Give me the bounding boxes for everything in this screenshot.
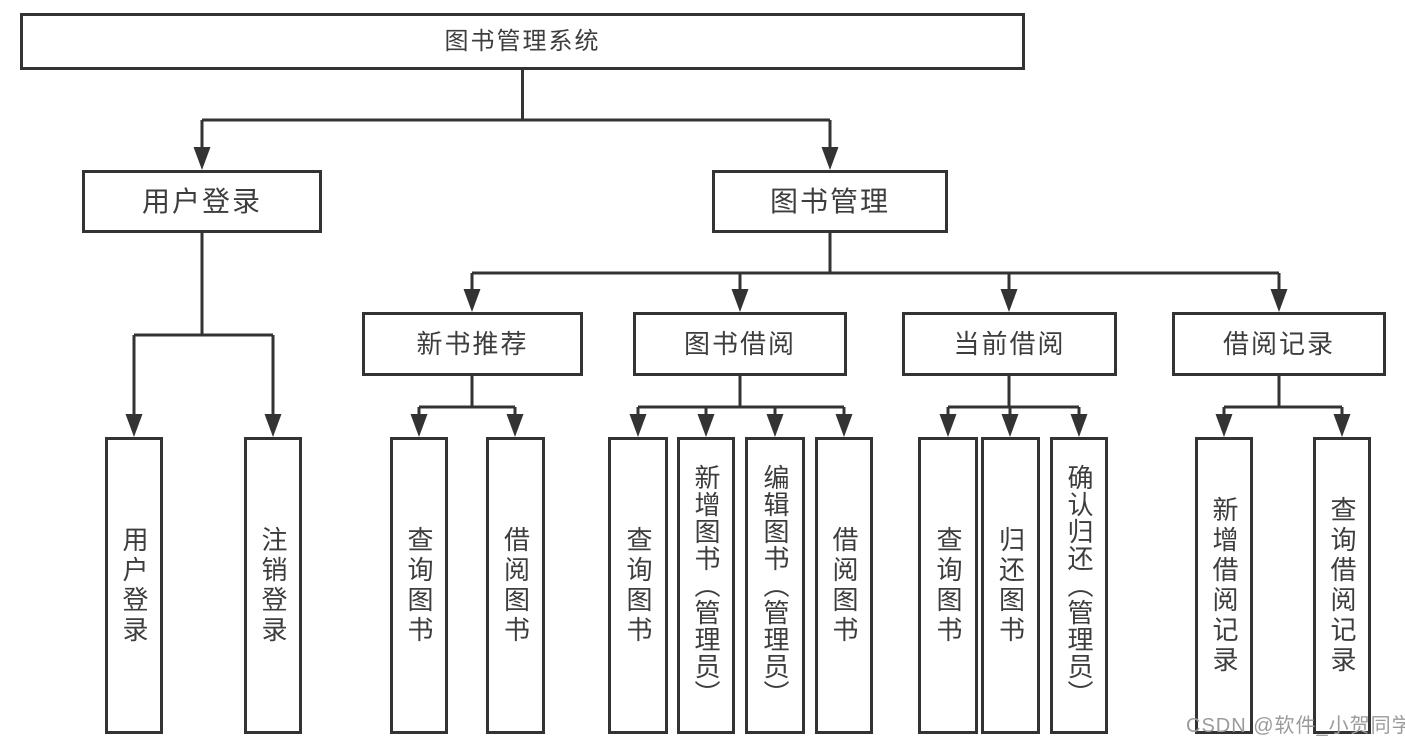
node-current-borrowing: 当前借阅	[902, 312, 1117, 376]
connector-book-borrow-to-leaves	[636, 376, 846, 416]
leaf-edit-books-admin: 编辑图书（管理员）	[745, 437, 805, 734]
connector-current-borrow-to-leaves	[946, 376, 1081, 416]
arrowhead	[1070, 414, 1088, 437]
arrowhead	[506, 414, 524, 437]
leaf-query-books-current: 查询图书	[918, 437, 978, 734]
arrowhead	[766, 414, 784, 437]
node-library-management-system: 图书管理系统	[20, 13, 1025, 70]
connector-book-management-to-level3	[470, 233, 1281, 291]
arrowhead	[731, 289, 749, 312]
leaf-return-books: 归还图书	[981, 437, 1040, 734]
leaf-borrow-books-borrowing: 借阅图书	[815, 437, 873, 734]
node-user-login: 用户登录	[82, 170, 322, 233]
arrowhead	[410, 414, 428, 437]
arrowhead	[1001, 414, 1019, 437]
arrowhead	[125, 414, 143, 437]
node-book-management: 图书管理	[712, 170, 948, 233]
leaf-add-books-admin: 新增图书（管理员）	[677, 437, 735, 734]
connector-user-login-to-leaves	[132, 233, 275, 416]
arrowhead	[1000, 289, 1018, 312]
leaf-query-books-borrowing: 查询图书	[608, 437, 668, 734]
arrowhead	[821, 147, 839, 170]
arrowhead	[1333, 414, 1351, 437]
leaf-confirm-return-admin: 确认归还（管理员）	[1050, 437, 1108, 734]
csdn-watermark: CSDN @软件_小贺同学	[1186, 715, 1405, 737]
node-book-borrowing: 图书借阅	[633, 312, 847, 376]
arrowhead	[1215, 414, 1233, 437]
leaf-borrow-books-recommend: 借阅图书	[486, 437, 545, 734]
arrowhead	[697, 414, 715, 437]
node-new-book-recommendation: 新书推荐	[362, 312, 583, 376]
connector-new-book-to-leaves	[417, 376, 517, 416]
connector-root-to-level2	[200, 70, 832, 150]
arrowhead	[1270, 289, 1288, 312]
leaf-logout: 注销登录	[244, 437, 302, 734]
leaf-query-borrow-record: 查询借阅记录	[1313, 437, 1371, 734]
node-borrowing-records: 借阅记录	[1172, 312, 1386, 376]
arrowhead	[835, 414, 853, 437]
leaf-query-books-recommend: 查询图书	[390, 437, 448, 734]
arrowhead	[264, 414, 282, 437]
arrowheads	[125, 147, 1351, 437]
leaf-add-borrow-record: 新增借阅记录	[1195, 437, 1253, 734]
arrowhead	[463, 289, 481, 312]
arrowhead	[629, 414, 647, 437]
connector-borrow-records-to-leaves	[1222, 376, 1344, 416]
arrowhead	[939, 414, 957, 437]
leaf-user-login: 用户登录	[105, 437, 163, 734]
arrowhead	[193, 147, 211, 170]
